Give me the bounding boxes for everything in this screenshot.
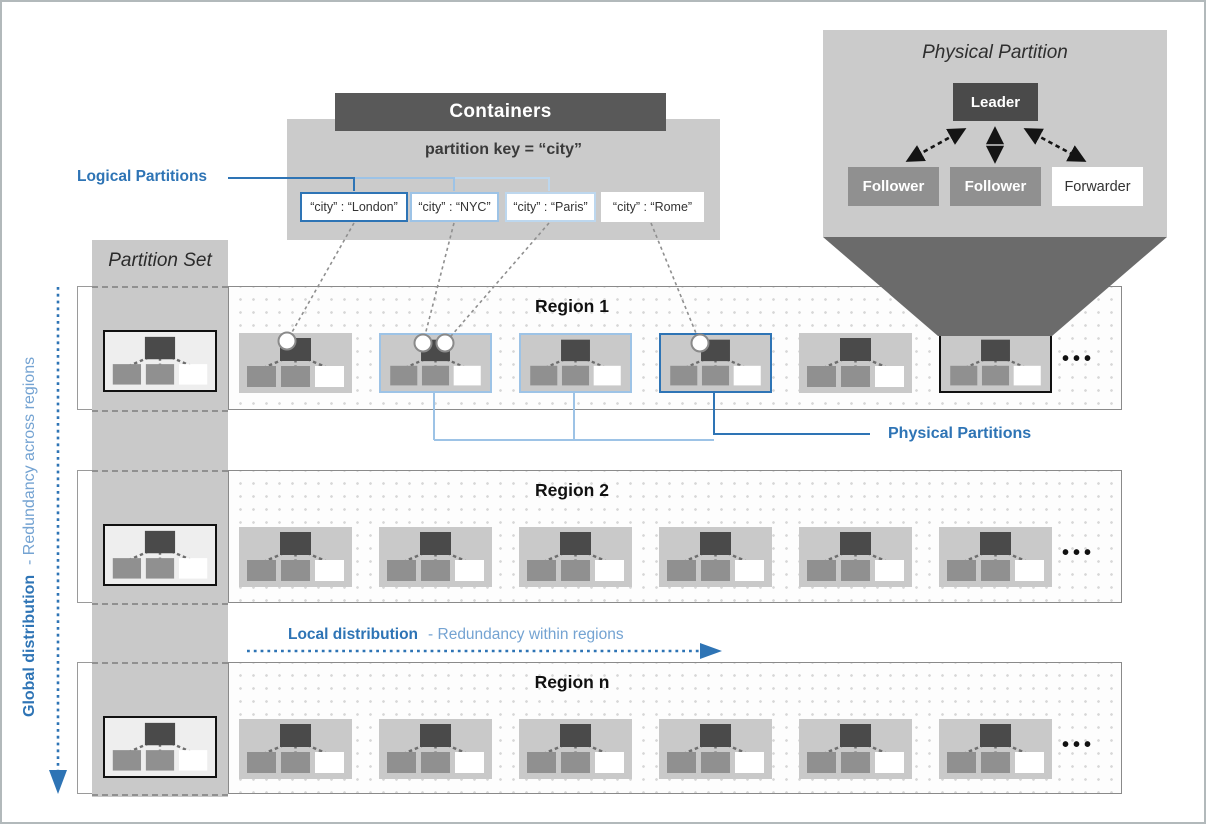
partition-set-band <box>92 240 228 797</box>
physical-partition-icon-plain <box>799 719 912 779</box>
follower-box: Follower <box>848 167 939 206</box>
region-2-title: Region 2 <box>535 480 609 500</box>
region-n-more-partitions-ellipsis: ••• <box>1062 734 1096 756</box>
physical-partition-icon-lightblue-2circles <box>379 333 492 393</box>
partition-key-text: partition key = “city” <box>425 141 582 158</box>
partition-set-dashed-line <box>92 286 228 288</box>
region-n-row: Region n <box>228 662 1122 794</box>
region-1-more-partitions-ellipsis: ••• <box>1062 348 1096 370</box>
region-1-title: Region 1 <box>535 296 609 316</box>
logical-partition-london: “city” : “London” <box>300 192 408 222</box>
partition-set-dashed-line <box>92 410 228 412</box>
physical-partition-icon-plain <box>659 527 772 587</box>
partition-set-icon <box>103 524 217 586</box>
partition-set-dashed-line <box>92 470 228 472</box>
physical-partition-icon-plain-circle <box>239 333 352 393</box>
physical-partition-icon-black <box>939 333 1052 393</box>
global-distribution-label: Global distribution - Redundancy across r… <box>16 287 44 787</box>
region-n-title: Region n <box>534 672 610 692</box>
physical-partition-icon-plain <box>239 719 352 779</box>
partition-set-icon <box>103 330 217 392</box>
logical-partition-rome: “city” : “Rome” <box>601 192 704 222</box>
local-distribution-arrowhead <box>700 643 722 659</box>
physical-partition-icon-plain <box>379 527 492 587</box>
partition-set-title: Partition Set <box>108 250 212 271</box>
physical-partition-icon-plain <box>939 527 1052 587</box>
physical-partition-icon-plain <box>659 719 772 779</box>
region-2-row: Region 2 <box>228 470 1122 603</box>
logical-partition-nyc: “city” : “NYC” <box>410 192 499 222</box>
physical-partition-icon-plain <box>799 527 912 587</box>
global-distribution-arrowhead <box>49 770 67 794</box>
containers-header: Containers <box>335 93 666 131</box>
global-distribution-bold: Global distribution <box>21 574 38 718</box>
leader-box: Leader <box>953 83 1038 121</box>
physical-partition-icon-plain <box>239 527 352 587</box>
local-distribution-bold: Local distribution <box>288 626 419 643</box>
physical-partition-icon-blue-circle <box>659 333 772 393</box>
physical-partition-title: Physical Partition <box>922 42 1068 63</box>
logical-partitions-label: Logical Partitions <box>77 168 208 185</box>
physical-partition-icon-plain <box>939 719 1052 779</box>
global-distribution-rest: - Redundancy across regions <box>21 356 38 565</box>
follower-box: Follower <box>950 167 1041 206</box>
partition-set-dashed-line <box>92 794 228 796</box>
logical-partition-paris: “city” : “Paris” <box>505 192 596 222</box>
region-2-more-partitions-ellipsis: ••• <box>1062 542 1096 564</box>
local-distribution-label: Local distribution - Redundancy within re… <box>288 626 624 644</box>
forwarder-box: Forwarder <box>1052 167 1143 206</box>
local-distribution-rest: - Redundancy within regions <box>428 626 624 643</box>
region-1-row: Region 1 <box>228 286 1122 410</box>
physical-partition-icon-plain <box>799 333 912 393</box>
physical-partitions-label: Physical Partitions <box>888 425 1032 442</box>
physical-partition-icon-plain <box>519 527 632 587</box>
partition-set-dashed-line <box>92 662 228 664</box>
partition-set-icon <box>103 716 217 778</box>
partition-set-dashed-line <box>92 603 228 605</box>
physical-partition-icon-plain <box>379 719 492 779</box>
physical-partition-icon-plain <box>519 719 632 779</box>
physical-partition-icon-lightblue <box>519 333 632 393</box>
